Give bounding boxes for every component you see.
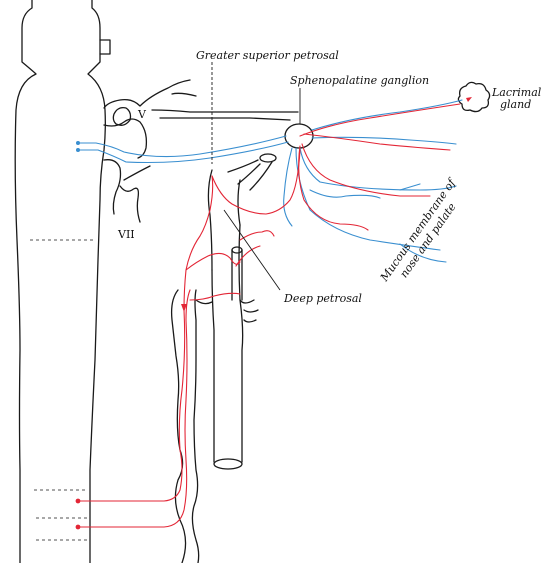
label-lacrimal-line2: gland: [500, 98, 531, 111]
label-facial: VII: [117, 228, 135, 241]
label-lacrimal-line1: Lacrimal: [491, 86, 542, 99]
label-greater-superior-petrosal: Greater superior petrosal: [196, 49, 339, 62]
label-trigeminal: V: [137, 108, 147, 121]
label-sphenopalatine-ganglion: Sphenopalatine ganglion: [290, 74, 429, 87]
leader-lines: Greater superior petrosal Deep petrosal …: [196, 49, 459, 305]
brainstem-spinal-cord: [14, 0, 111, 563]
facial-nerve: VII: [103, 159, 151, 241]
label-deep-petrosal: Deep petrosal: [283, 292, 362, 305]
carotid-tubes: [170, 153, 277, 563]
label-mucous-membrane-line1: Mucous membrane of: [377, 175, 459, 284]
fibre-arrows: [181, 97, 472, 312]
lacrimal-gland: Lacrimal gland: [457, 81, 542, 113]
trigeminal-nerve: V: [103, 79, 299, 159]
